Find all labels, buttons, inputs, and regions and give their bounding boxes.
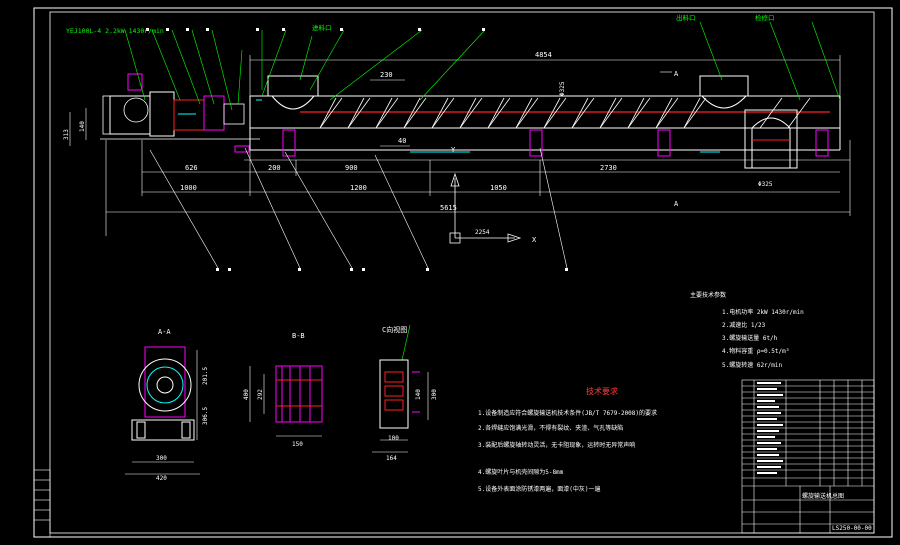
top-dimension-lines <box>249 55 841 147</box>
supports <box>234 129 829 157</box>
tech-note-3: 3.装配后螺旋轴转动灵活，无卡阻现象，运转时无异常声响 <box>478 441 635 449</box>
dim-d7: 1200 <box>350 184 367 192</box>
spec-line-2: 2.减速比 1/23 <box>722 321 766 329</box>
spec-line-3: 3.螺旋输送量 6t/h <box>722 334 778 342</box>
cc-h1: 140 <box>415 389 422 400</box>
dim-left-h2: 140 <box>79 121 86 132</box>
inlet-label: 进料口 <box>312 23 332 32</box>
tech-note-1: 1.设备制造应符合螺旋输送机技术条件(JB/T 7679-2008)的要求 <box>478 409 657 417</box>
tech-note-4: 4.螺旋叶片与机壳间隙为5-8mm <box>478 468 564 476</box>
balloon-stubs <box>146 28 568 271</box>
coordinate-axes <box>449 172 522 244</box>
spec-line-5: 5.螺旋转速 62r/min <box>722 361 783 369</box>
section-aa <box>125 346 200 475</box>
cut-mark-top: A <box>674 70 679 78</box>
outlet-bottom <box>744 109 798 169</box>
tech-note-2: 2.各焊缝应饱满光滑，不得有裂纹、夹渣、气孔等缺陷 <box>478 424 623 432</box>
inner-frame <box>49 11 875 534</box>
screw-flights <box>319 97 811 129</box>
section-bb-label: B-B <box>292 332 305 340</box>
left-side-table <box>33 469 51 538</box>
aa-w1: 300 <box>156 455 167 462</box>
motor-assembly <box>100 73 260 140</box>
dim-d4: 2730 <box>600 164 617 172</box>
leader-lines-bottom <box>149 147 568 269</box>
section-cc <box>372 359 429 453</box>
section-aa-label: A-A <box>158 328 171 336</box>
outer-frame <box>33 7 893 538</box>
tech-note-5: 5.设备外表面涂防锈漆两遍，面漆(中灰)一遍 <box>478 485 600 493</box>
spec-line-1: 1.电机功率 2kW 1430r/min <box>722 308 804 316</box>
dim-d8: 1050 <box>490 184 507 192</box>
dim-d5: 626 <box>185 164 198 172</box>
title-block <box>741 379 875 534</box>
dim-d2: 200 <box>268 164 281 172</box>
outlet-top <box>699 75 749 109</box>
drawing-number: LS250-00-00 <box>832 525 872 532</box>
aa-h1: 201.5 <box>202 367 209 385</box>
cc-w2: 164 <box>386 455 397 462</box>
inspect-label: 检修口 <box>755 13 775 22</box>
section-cc-label: C向视图 <box>382 325 407 334</box>
aa-w2: 420 <box>156 475 167 482</box>
axis-x-label: X <box>532 236 537 244</box>
drawing-name: 螺旋输送机总图 <box>802 492 844 500</box>
bb-h2: 292 <box>257 389 264 400</box>
dim-overall-top: 4854 <box>535 51 552 59</box>
dim-inlet-width: 230 <box>380 71 393 79</box>
hatch-marks <box>178 99 720 153</box>
cc-w1: 100 <box>388 435 399 442</box>
axis-small-label: 2254 <box>475 229 490 236</box>
dim-left-h1: 313 <box>63 129 70 140</box>
dim-d3: 900 <box>345 164 358 172</box>
tech-notes-heading: 技术要求 <box>586 386 618 396</box>
cut-mark-bottom: A <box>674 200 679 208</box>
inlet-hopper <box>267 75 319 110</box>
dim-total: 5615 <box>440 204 457 212</box>
bb-h1: 400 <box>243 389 250 400</box>
bom-text-marks <box>757 382 783 474</box>
bb-w: 150 <box>292 441 303 448</box>
cc-h2: 300 <box>431 389 438 400</box>
spec-heading: 主要技术参数 <box>690 291 726 299</box>
dim-outlet: Φ325 <box>758 181 773 188</box>
spec-line-4: 4.物料容重 ρ=0.5t/m³ <box>722 347 789 355</box>
bottom-dimension-lines <box>69 108 851 236</box>
conveyor-trough <box>244 95 850 161</box>
section-bb <box>249 365 323 437</box>
dim-pitch: Φ325 <box>559 81 566 96</box>
aa-h2: 306.5 <box>202 407 209 425</box>
motor-spec-label: YEJ100L-4 2.2kW 1430r/min <box>66 27 164 35</box>
dim-d6: 1000 <box>180 184 197 192</box>
dim-d1: 40 <box>398 137 406 145</box>
axis-y-label: Y <box>451 146 456 154</box>
outlet-label: 出料口 <box>676 13 696 22</box>
leader-lines <box>124 21 841 361</box>
